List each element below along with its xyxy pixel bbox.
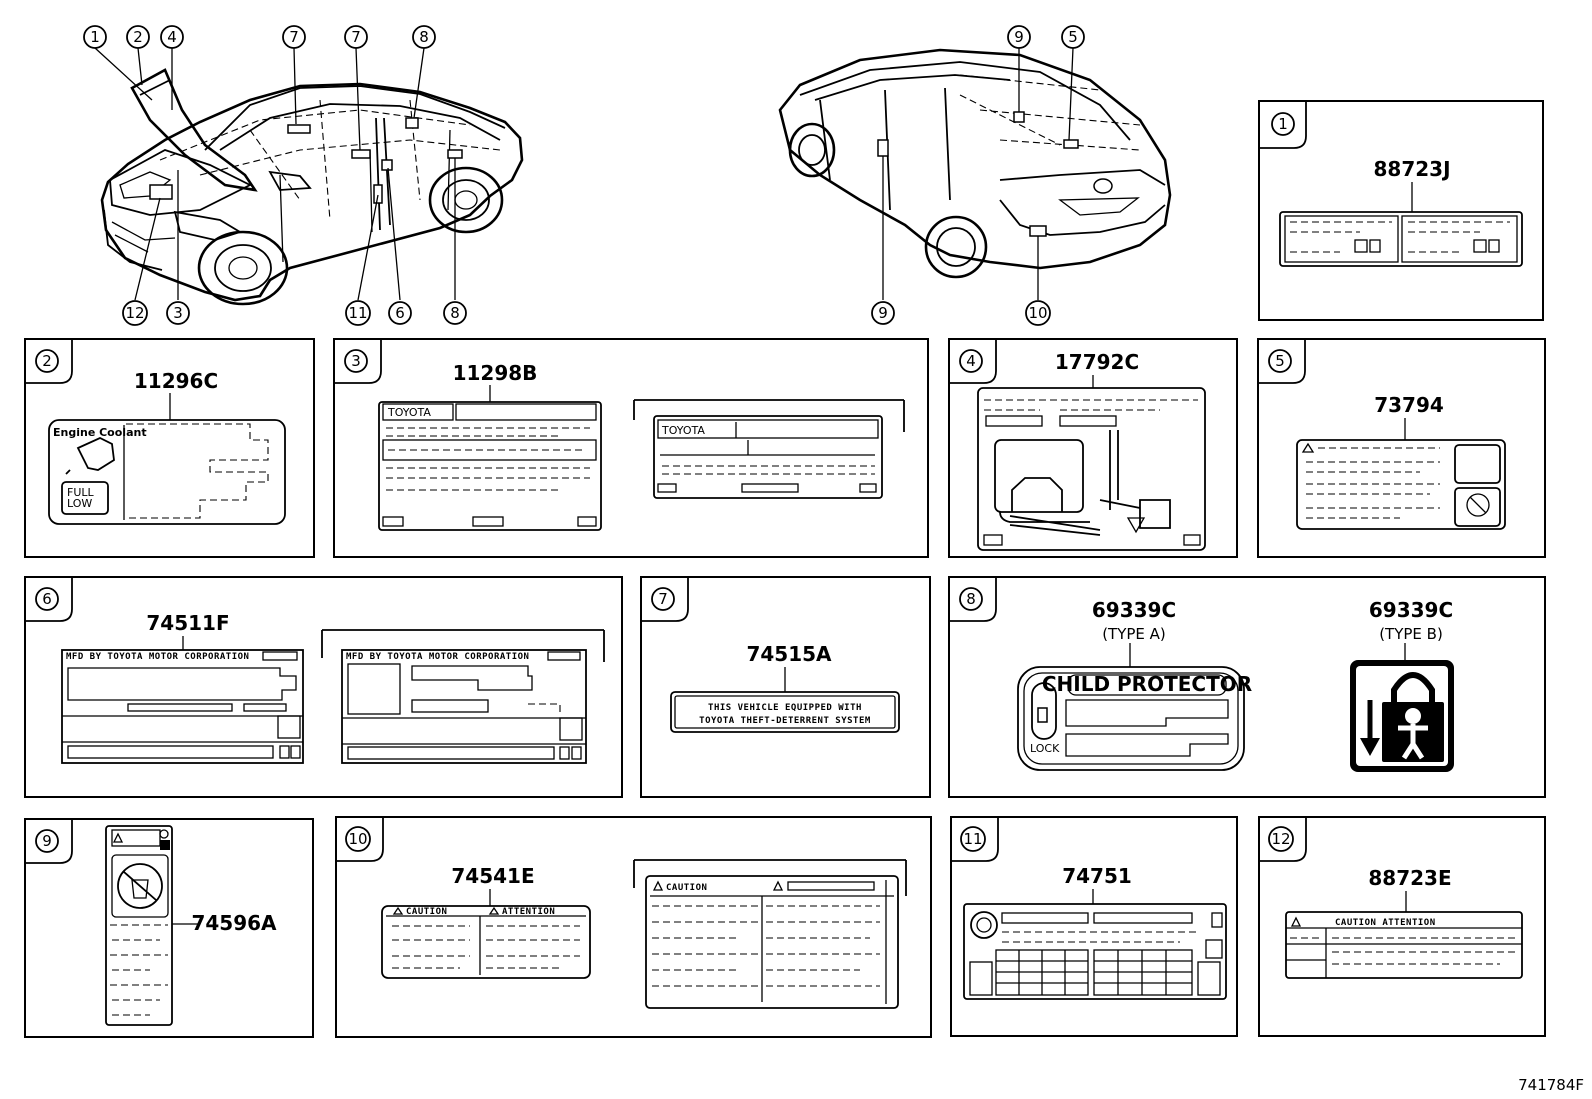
- type-b-text: (TYPE B): [1379, 625, 1443, 643]
- rear-car-illustration: [778, 48, 1172, 279]
- callout-7b: 7: [344, 25, 368, 49]
- part-number-88723E: 88723E: [1368, 866, 1451, 890]
- theft-text-line2: TOYOTA THEFT-DETERRENT SYSTEM: [699, 716, 871, 726]
- callout-8a: 8: [412, 25, 436, 49]
- callout-9a: 9: [1007, 25, 1031, 49]
- part-number-17792C: 17792C: [1055, 350, 1139, 374]
- attention-text-a: ATTENTION: [502, 907, 555, 917]
- panel-1: 1 88723J: [1258, 100, 1544, 321]
- svg-text:6: 6: [42, 590, 52, 608]
- part-number-74515A: 74515A: [746, 642, 832, 666]
- callout-9b: 9: [871, 301, 895, 325]
- svg-text:9: 9: [878, 304, 888, 322]
- callout-5: 5: [1061, 25, 1085, 49]
- low-text: LOW: [67, 497, 92, 510]
- callout-1: 1: [83, 25, 107, 49]
- panel-4: 4 17792C: [948, 338, 1238, 558]
- svg-text:5: 5: [1068, 28, 1078, 46]
- panel-3: 3 11298B TOYOTA TOYOTA: [333, 338, 929, 558]
- svg-text:11: 11: [348, 304, 367, 322]
- type-a-text: (TYPE A): [1102, 625, 1166, 643]
- svg-text:8: 8: [419, 28, 429, 46]
- panel-5: 5 73794: [1257, 338, 1546, 558]
- caution-text-b: CAUTION: [666, 883, 707, 893]
- lock-text: LOCK: [1030, 742, 1060, 755]
- svg-text:9: 9: [1014, 28, 1024, 46]
- callout-2: 2: [126, 25, 150, 49]
- svg-text:6: 6: [395, 304, 405, 322]
- part-number-69339C-a: 69339C: [1092, 598, 1176, 622]
- part-number-74596A: 74596A: [191, 911, 277, 935]
- panel-8: 8 69339C (TYPE A) CHILD PROTECTOR LOCK 6…: [948, 576, 1546, 798]
- svg-text:2: 2: [42, 352, 52, 370]
- mfd-text-a: MFD BY TOYOTA MOTOR CORPORATION: [66, 652, 249, 662]
- svg-text:9: 9: [42, 832, 52, 850]
- panel-7: 7 74515A THIS VEHICLE EQUIPPED WITH TOYO…: [640, 576, 931, 798]
- callout-8b: 8: [443, 301, 467, 325]
- callout-6: 6: [388, 301, 412, 325]
- caution-attention-text: CAUTION ATTENTION: [1335, 918, 1436, 928]
- front-car-leaders: [94, 47, 1074, 301]
- svg-text:2: 2: [133, 28, 143, 46]
- part-number-69339C-b: 69339C: [1369, 598, 1453, 622]
- full-text: FULL: [67, 486, 95, 499]
- panel-12: 12 88723E CAUTION ATTENTION: [1258, 816, 1546, 1037]
- part-number-88723J: 88723J: [1373, 157, 1450, 181]
- panel-10: 10 74541E CAUTION ATTENTION CAUTION: [335, 816, 932, 1038]
- svg-text:1: 1: [1278, 115, 1288, 133]
- svg-text:12: 12: [1271, 830, 1290, 848]
- toyota-text-a: TOYOTA: [387, 406, 431, 419]
- svg-text:11: 11: [963, 830, 982, 848]
- engine-coolant-text: Engine Coolant: [53, 426, 147, 439]
- part-number-74751: 74751: [1062, 864, 1132, 888]
- theft-text-line1: THIS VEHICLE EQUIPPED WITH: [708, 703, 862, 713]
- svg-text:7: 7: [658, 590, 668, 608]
- mfd-text-b: MFD BY TOYOTA MOTOR CORPORATION: [346, 652, 529, 662]
- panel-6: 6 74511F MFD BY TOYOTA MOTOR CORPORATION…: [24, 576, 623, 798]
- svg-text:3: 3: [173, 304, 183, 322]
- panel-2: 2 11296C Engine Coolant FULL LOW: [24, 338, 315, 558]
- callout-12: 12: [122, 300, 148, 326]
- part-number-73794: 73794: [1374, 393, 1444, 417]
- svg-text:4: 4: [167, 28, 177, 46]
- part-number-11298B: 11298B: [453, 361, 538, 385]
- callout-10: 10: [1025, 300, 1051, 326]
- svg-text:7: 7: [289, 28, 299, 46]
- part-number-74541E: 74541E: [451, 864, 534, 888]
- toyota-text-b: TOYOTA: [661, 424, 705, 437]
- caution-text-a: CAUTION: [406, 907, 447, 917]
- svg-text:1: 1: [90, 28, 100, 46]
- panel-11: 11 74751: [950, 816, 1238, 1037]
- callout-3: 3: [166, 301, 190, 325]
- svg-text:12: 12: [125, 304, 144, 322]
- part-number-11296C: 11296C: [134, 369, 218, 393]
- child-protector-text: CHILD PROTECTOR: [1042, 672, 1252, 696]
- part-number-74511F: 74511F: [146, 611, 229, 635]
- svg-text:8: 8: [450, 304, 460, 322]
- svg-text:8: 8: [966, 590, 976, 608]
- front-car-illustration: [100, 68, 524, 306]
- callout-11: 11: [345, 300, 371, 326]
- callout-7a: 7: [282, 25, 306, 49]
- svg-text:5: 5: [1275, 352, 1285, 370]
- svg-text:7: 7: [351, 28, 361, 46]
- svg-text:3: 3: [351, 352, 361, 370]
- callout-4: 4: [160, 25, 184, 49]
- panel-9: 9 74596A: [24, 818, 314, 1038]
- callouts: 1 2 4 7 7 8 9 5 12 3 11 6 8 9 10: [83, 25, 1085, 326]
- reference-code: 741784F: [1518, 1076, 1584, 1094]
- svg-text:10: 10: [348, 830, 367, 848]
- svg-text:10: 10: [1028, 304, 1047, 322]
- svg-text:4: 4: [966, 352, 976, 370]
